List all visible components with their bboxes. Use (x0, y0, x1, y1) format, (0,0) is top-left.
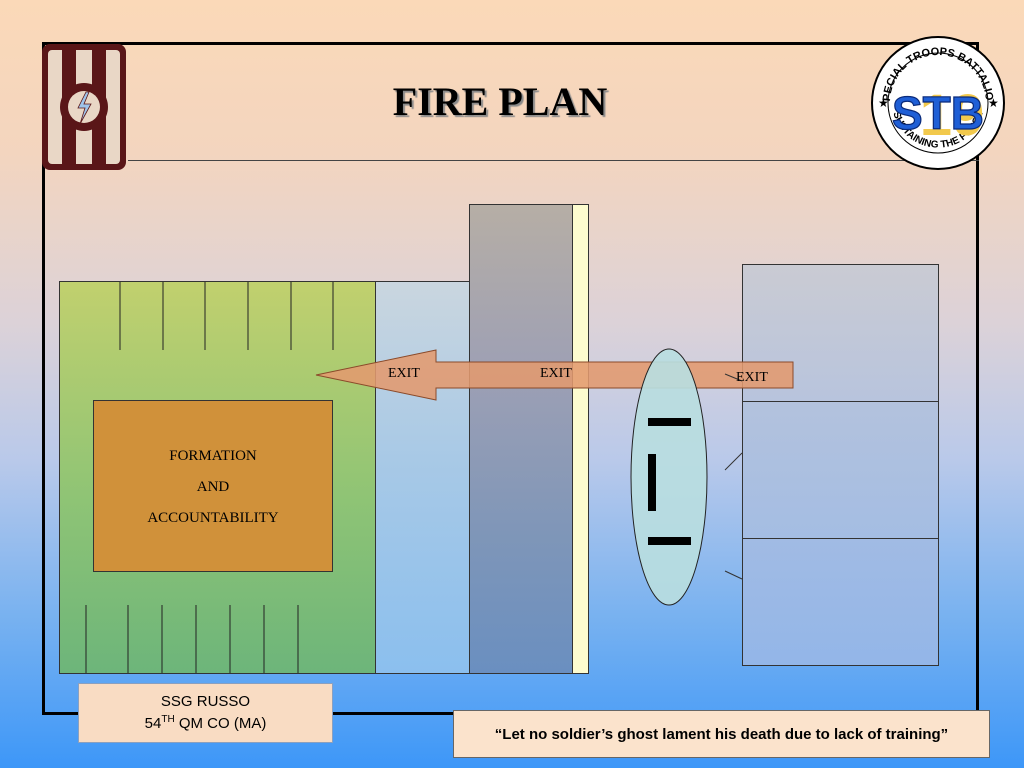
adjacent-building-middle (742, 401, 939, 539)
adjacent-building-bottom (742, 538, 939, 666)
training-quote: “Let no soldier’s ghost lament his death… (453, 710, 990, 758)
formation-line-2: AND (196, 479, 230, 495)
slide-title: FIRE PLAN (392, 79, 608, 124)
building-corridor (469, 204, 573, 674)
parking-lines-bottom (85, 605, 299, 673)
formation-marks (648, 418, 691, 545)
presenter-name-box: SSG RUSSO 54TH QM CO (MA) (78, 683, 333, 743)
title-divider (128, 160, 979, 161)
parking-lines-top (119, 282, 334, 350)
formation-accountability-box: FORMATION AND ACCOUNTABILITY (93, 400, 333, 572)
svg-text:19: 19 (920, 83, 985, 148)
assembly-oval (630, 348, 708, 606)
svg-text:STB: STB (892, 87, 984, 139)
formation-line-1: FORMATION (169, 448, 257, 464)
svg-text:★: ★ (988, 96, 999, 110)
exit-label: EXIT (388, 366, 420, 381)
presenter-unit: 54TH QM CO (MA) (144, 714, 267, 732)
svg-text:★: ★ (878, 96, 889, 110)
building-tick-lines (724, 373, 743, 580)
formation-line-3: ACCOUNTABILITY (147, 510, 279, 526)
unit-patch-logo (42, 44, 126, 170)
exit-label: EXIT (540, 366, 572, 381)
walkway-area (375, 281, 470, 674)
presenter-name: SSG RUSSO (160, 693, 251, 710)
wall-strip (572, 204, 589, 674)
exit-label: EXIT (736, 370, 768, 385)
stb-battalion-seal: SPECIAL TROOPS BATTALION SUSTAINING THE … (868, 33, 1005, 170)
